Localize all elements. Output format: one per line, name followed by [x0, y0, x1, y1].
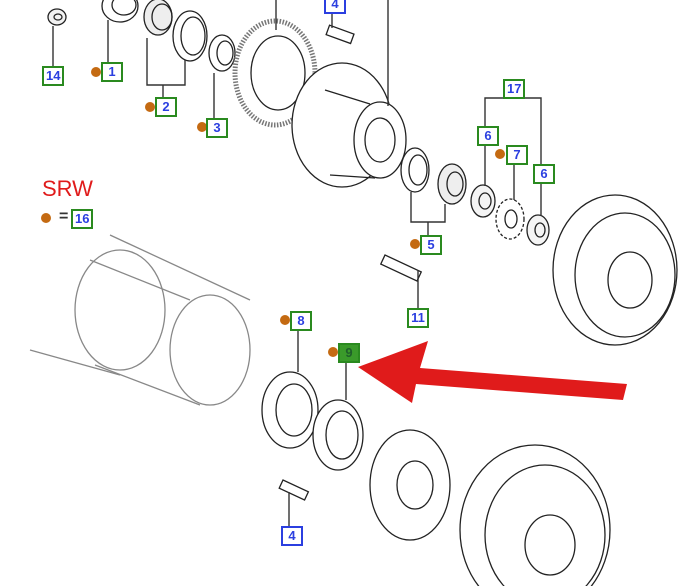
- callout-4-bottom[interactable]: 4: [281, 526, 303, 546]
- seal-8: [261, 371, 319, 449]
- callout-9-highlighted[interactable]: 9: [338, 343, 360, 363]
- callout-14[interactable]: 14: [42, 66, 65, 86]
- orange-dot-icon: [197, 122, 207, 132]
- orange-dot-icon: [410, 239, 420, 249]
- orange-dot-icon: [145, 102, 155, 112]
- callout-11[interactable]: 11: [407, 308, 429, 328]
- seal-3: [208, 34, 236, 72]
- drum-bottom: [459, 444, 611, 586]
- washer-7: [495, 198, 525, 240]
- orange-dot-icon: [495, 149, 505, 159]
- axle-housing: [29, 234, 251, 406]
- nut-14: [47, 8, 67, 26]
- legend-equals: =: [59, 208, 69, 225]
- callout-8[interactable]: 8: [290, 311, 312, 331]
- nut-6a: [470, 184, 496, 218]
- stud-4-bottom: [278, 479, 310, 501]
- seal-1: [101, 0, 139, 23]
- callout-17[interactable]: 17: [503, 79, 526, 99]
- stud-4-top: [325, 24, 355, 45]
- srw-label: SRW: [42, 176, 93, 201]
- bearing-9: [312, 399, 364, 471]
- orange-dot-icon: [280, 315, 290, 325]
- orange-dot-icon: [91, 67, 101, 77]
- orange-dot-icon: [328, 347, 338, 357]
- red-pointer-arrow: [358, 341, 627, 403]
- callout-5[interactable]: 5: [420, 235, 442, 255]
- callout-16[interactable]: 16: [71, 209, 94, 229]
- bearing-5: [400, 147, 467, 205]
- bearing-2: [143, 0, 208, 62]
- callout-6a[interactable]: 6: [477, 126, 499, 146]
- callout-1[interactable]: 1: [101, 62, 123, 82]
- bolt-11: [379, 254, 423, 282]
- hub-bottom: [369, 429, 451, 541]
- hub: [291, 62, 407, 188]
- callout-6b[interactable]: 6: [533, 164, 555, 184]
- drum-top: [552, 194, 678, 346]
- nut-6b: [526, 214, 550, 246]
- callout-4-top[interactable]: 4: [324, 0, 346, 14]
- orange-dot-icon: [41, 213, 51, 223]
- callout-2[interactable]: 2: [155, 97, 177, 117]
- callout-3[interactable]: 3: [206, 118, 228, 138]
- callout-7[interactable]: 7: [506, 145, 528, 165]
